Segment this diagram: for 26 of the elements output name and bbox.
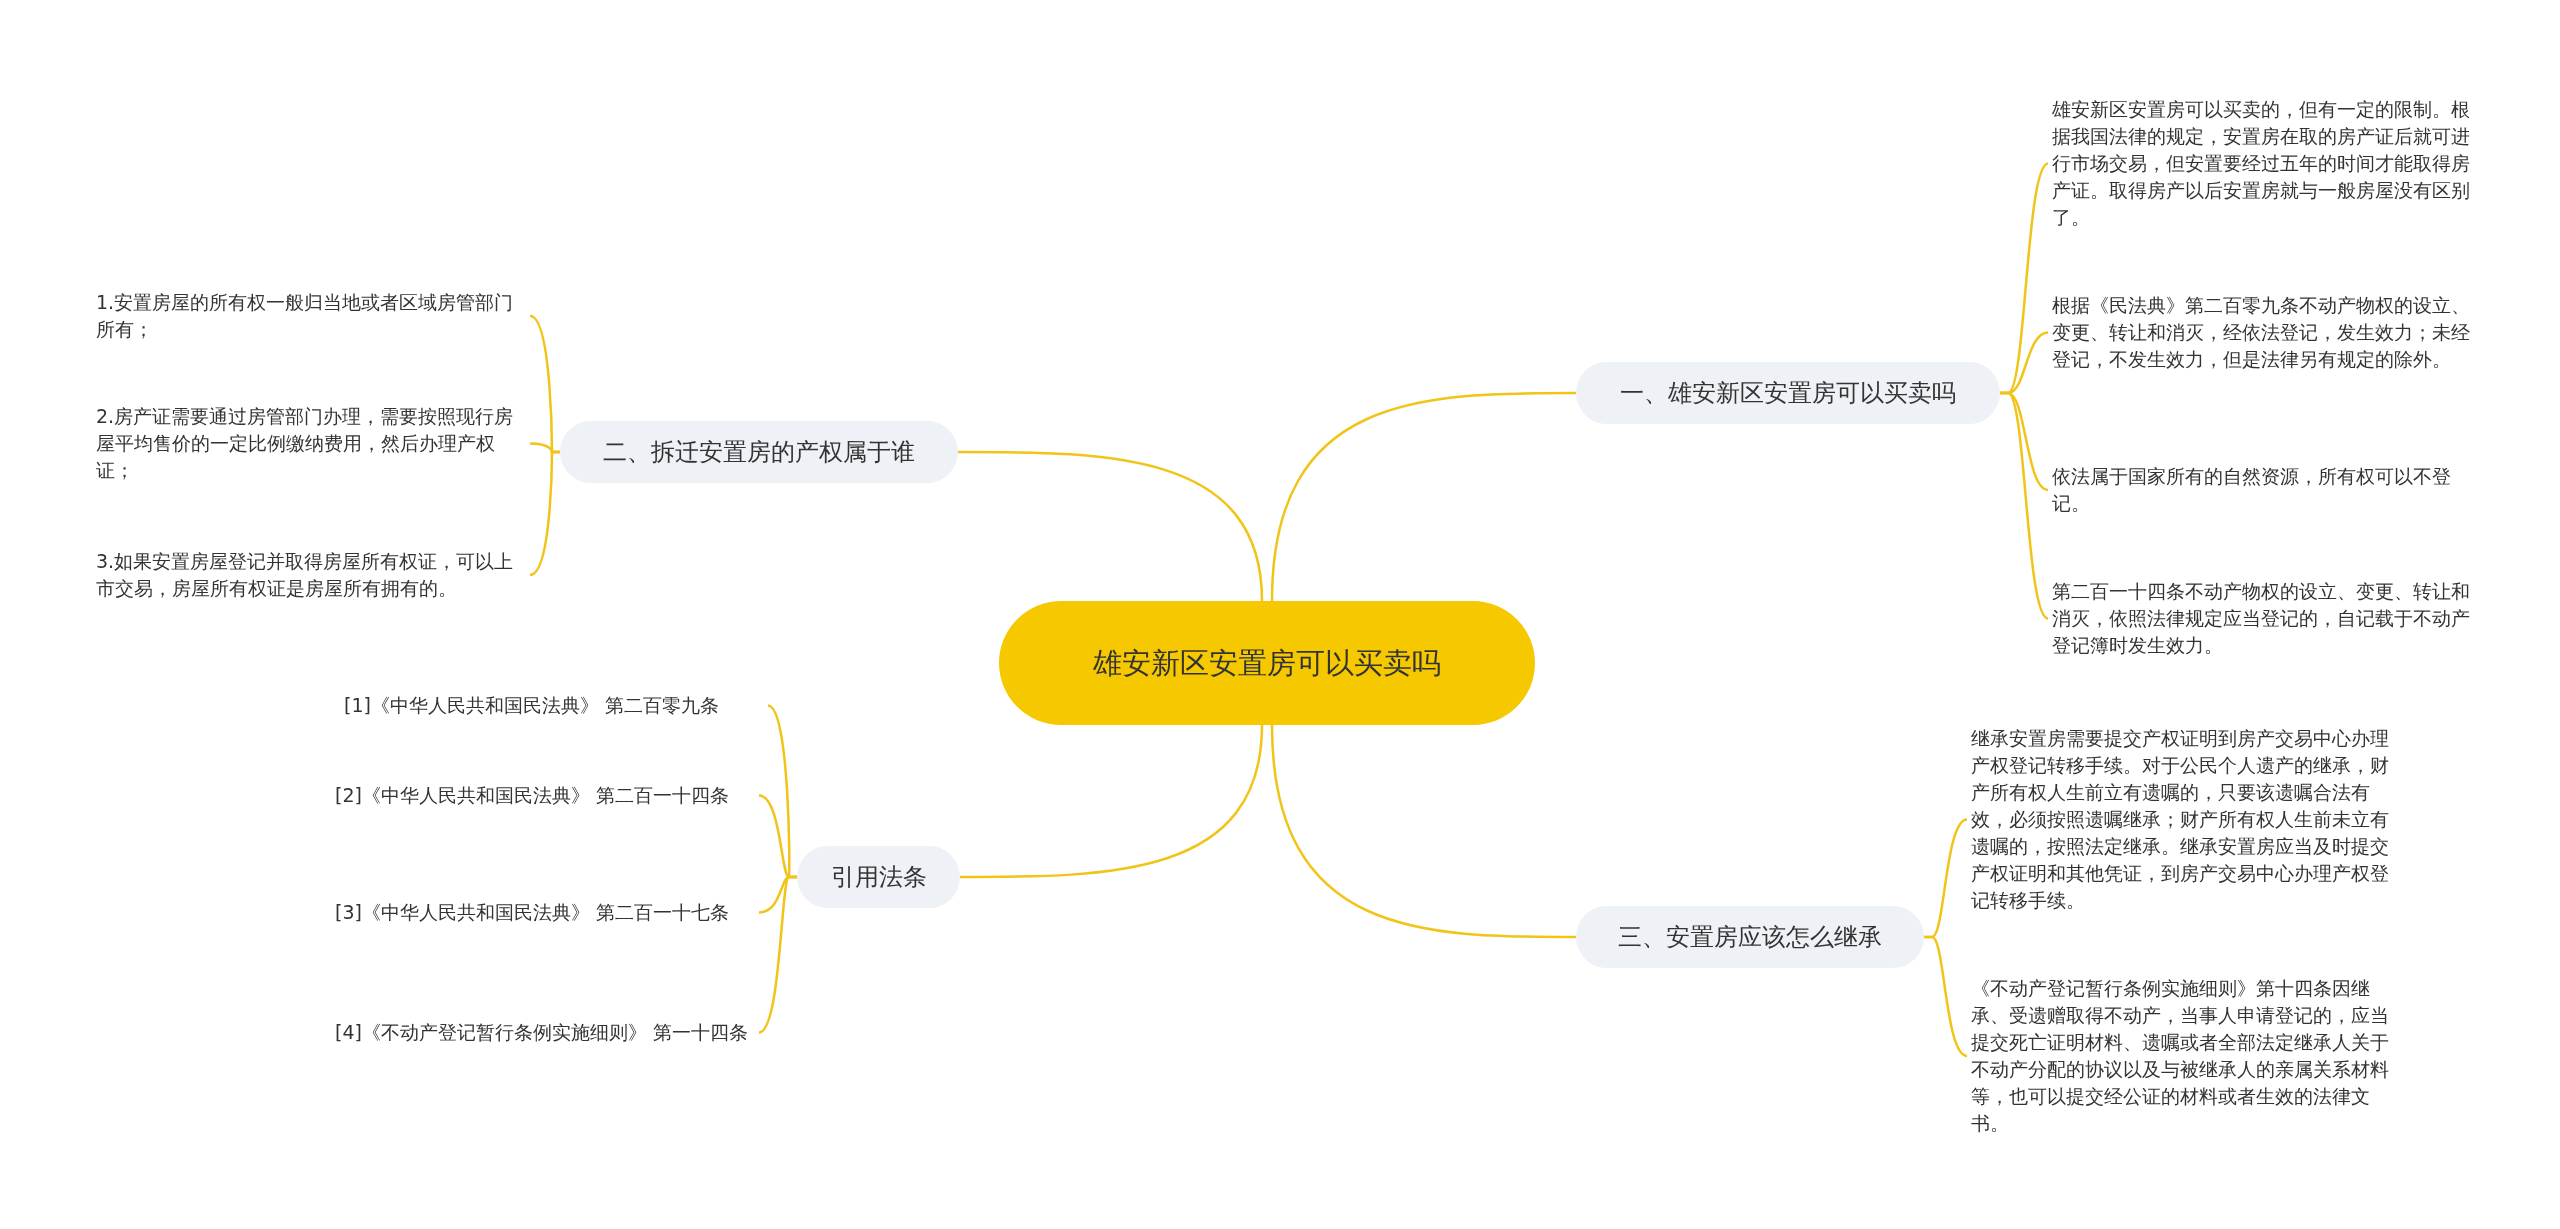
topic-pill: 引用法条 (797, 846, 960, 908)
connector-line (960, 724, 1264, 879)
connector-line (1924, 935, 1968, 1058)
note-text: 1.安置房屋的所有权一般归当地或者区域房管部门所有； (96, 289, 526, 343)
connector-line (1270, 724, 1576, 939)
note-text: [1]《中华人民共和国民法典》 第二百零九条 (344, 692, 764, 719)
connector-line (758, 875, 797, 1034)
note-text: [4]《不动产登记暂行条例实施细则》 第一十四条 (335, 1019, 755, 1046)
note-text: [2]《中华人民共和国民法典》 第二百一十四条 (335, 782, 755, 809)
note-text: 依法属于国家所有的自然资源，所有权可以不登记。 (2052, 463, 2477, 517)
note-text: [3]《中华人民共和国民法典》 第二百一十七条 (335, 899, 755, 926)
central-topic: 雄安新区安置房可以买卖吗 (999, 601, 1535, 725)
topic-pill: 二、拆迁安置房的产权属于谁 (560, 421, 958, 483)
topic-pill: 三、安置房应该怎么继承 (1576, 906, 1924, 968)
note-text: 3.如果安置房屋登记并取得房屋所有权证，可以上市交易，房屋所有权证是房屋所有拥有的。 (96, 548, 526, 602)
note-text: 雄安新区安置房可以买卖的，但有一定的限制。根据我国法律的规定，安置房在取的房产证后就可进行市场交易，但安置要经过五年的时间才能取得房产证。取得房产以后安置房就与一般房屋没有区别了。 (2052, 96, 2477, 231)
connector-line (529, 450, 560, 577)
connector-line (2000, 391, 2049, 620)
note-text: 第二百一十四条不动产物权的设立、变更、转让和消灭，依照法律规定应当登记的，自记载于不动产登记簿时发生效力。 (2052, 578, 2477, 659)
topic-pill: 一、雄安新区安置房可以买卖吗 (1576, 362, 2000, 424)
connector-line (1270, 391, 1576, 602)
connector-line (958, 450, 1264, 602)
note-text: 《不动产登记暂行条例实施细则》第十四条因继承、受遗赠取得不动产，当事人申请登记的，应当提交死亡证明材料、遗嘱或者全部法定继承人关于不动产分配的协议以及与被继承人的亲属关系材料等，也可以提交经公证的材料或者生效的法律文书。 (1971, 975, 2401, 1137)
note-text: 2.房产证需要通过房管部门办理，需要按照现行房屋平均售价的一定比例缴纳费用，然后办理产权证； (96, 403, 526, 484)
note-text: 根据《民法典》第二百零九条不动产物权的设立、变更、转让和消灭，经依法登记，发生效力；未经登记，不发生效力，但是法律另有规定的除外。 (2052, 292, 2477, 373)
note-text: 继承安置房需要提交产权证明到房产交易中心办理产权登记转移手续。对于公民个人遗产的继承，财产所有权人生前立有遗嘱的，只要该遗嘱合法有效，必须按照遗嘱继承；财产所有权人生前未立有遗嘱的，按照法定继承。继承安置房应当及时提交产权证明和其他凭证，到房产交易中心办理产权登记转移手续。 (1971, 725, 2401, 914)
